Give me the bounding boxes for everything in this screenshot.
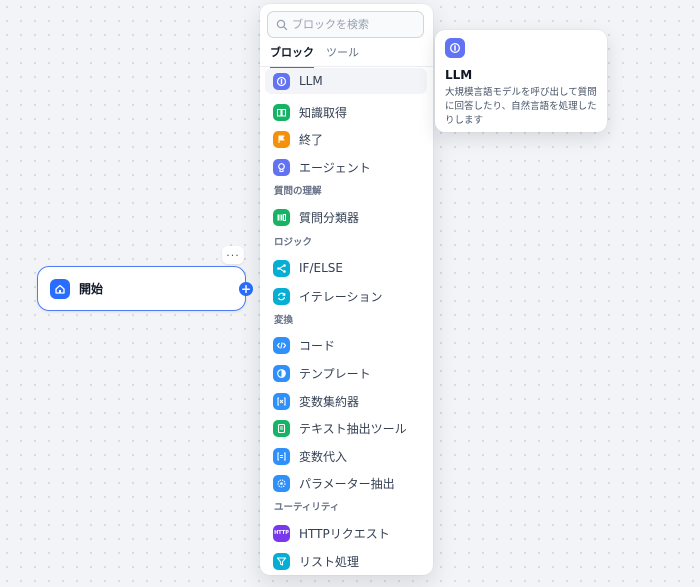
- block-item-variable-aggregator[interactable]: 変数集約器: [265, 388, 427, 414]
- loop-icon: [273, 287, 290, 305]
- tooltip-title: LLM: [445, 68, 473, 82]
- start-node[interactable]: 開始 +: [37, 266, 253, 311]
- llm-icon: [445, 38, 465, 58]
- more-dots-icon: ···: [226, 248, 240, 262]
- block-item-question-classifier[interactable]: 質問分類器: [265, 204, 427, 230]
- block-item-variable-assigner[interactable]: 変数代入: [265, 443, 427, 469]
- block-item-doc-extractor[interactable]: テキスト抽出ツール: [265, 415, 427, 441]
- llm-icon: [273, 72, 290, 90]
- block-item-code[interactable]: コード: [265, 332, 427, 358]
- tooltip-description: 大規模言語モデルを呼び出して質問に回答したり、自然言語を処理したりします: [445, 87, 597, 126]
- block-item-end[interactable]: 終了: [265, 126, 427, 152]
- search-box[interactable]: [267, 11, 424, 38]
- block-item-list-operator[interactable]: リスト処理: [265, 548, 427, 574]
- node-more-button[interactable]: ···: [222, 246, 244, 264]
- panel-tabs: ブロック ツール: [270, 44, 359, 68]
- section-logic: ロジック: [274, 237, 313, 248]
- block-item-http-request[interactable]: HTTP HTTPリクエスト: [273, 524, 390, 542]
- block-item-if-else[interactable]: IF/ELSE: [265, 255, 427, 281]
- search-icon: [276, 19, 288, 30]
- classifier-icon: [273, 208, 290, 226]
- home-icon: [50, 278, 70, 299]
- book-icon: [273, 103, 290, 121]
- branch-icon: [273, 259, 290, 277]
- section-transform: 変換: [274, 315, 294, 326]
- plus-icon: +: [240, 282, 252, 296]
- block-item-template[interactable]: テンプレート: [265, 360, 427, 386]
- search-input[interactable]: [292, 18, 412, 31]
- start-node-title: 開始: [79, 282, 104, 296]
- doc-extract-icon: [273, 419, 290, 437]
- tab-blocks[interactable]: ブロック: [270, 44, 314, 68]
- block-item-iteration[interactable]: イテレーション: [265, 283, 427, 309]
- block-item-agent[interactable]: エージェント: [265, 154, 427, 180]
- llm-tooltip: LLM 大規模言語モデルを呼び出して質問に回答したり、自然言語を処理したりします: [435, 30, 607, 132]
- template-icon: [273, 364, 290, 382]
- section-utilities: ユーティリティ: [274, 502, 340, 513]
- block-item-parameter-extractor[interactable]: パラメーター抽出: [265, 470, 427, 496]
- add-node-button[interactable]: +: [239, 282, 253, 296]
- variable-aggregator-icon: [273, 392, 290, 410]
- http-icon: HTTP: [273, 524, 290, 542]
- block-item-llm[interactable]: LLM: [265, 68, 427, 94]
- tab-tools[interactable]: ツール: [326, 46, 359, 59]
- assign-icon: [273, 447, 290, 465]
- agent-icon: [273, 158, 290, 176]
- parameter-icon: [273, 474, 290, 492]
- section-question-understanding: 質問の理解: [274, 186, 322, 197]
- block-item-knowledge[interactable]: 知識取得: [265, 99, 427, 125]
- code-icon: [273, 336, 290, 354]
- list-filter-icon: [273, 552, 290, 570]
- block-selector-panel: ブロック ツール LLM 知識取得 終了 エージェント 質問の理解 質問分類器 …: [260, 4, 433, 575]
- end-icon: [273, 130, 290, 148]
